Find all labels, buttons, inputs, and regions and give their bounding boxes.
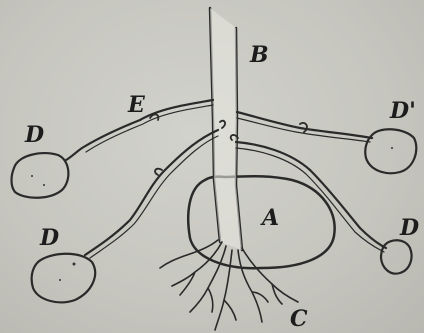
roots [160, 240, 298, 330]
label-stolon: E [127, 92, 146, 118]
tuber-upper-right [365, 129, 416, 173]
stolon-lower-right [236, 142, 386, 248]
label-tuber-upper-left: D [24, 122, 44, 148]
tuber-lower-right [381, 240, 412, 273]
label-tuber-upper-right: D' [389, 98, 416, 124]
label-tuber-lower-right: D [399, 215, 419, 241]
label-roots: C [290, 306, 308, 332]
tuber-upper-left [12, 153, 69, 198]
label-stem: B [249, 42, 269, 68]
label-mother-tuber: A [260, 205, 279, 231]
label-tuber-lower-left: D [39, 225, 59, 251]
stolon-upper-right [237, 112, 372, 138]
tuber-lower-left [32, 254, 95, 303]
